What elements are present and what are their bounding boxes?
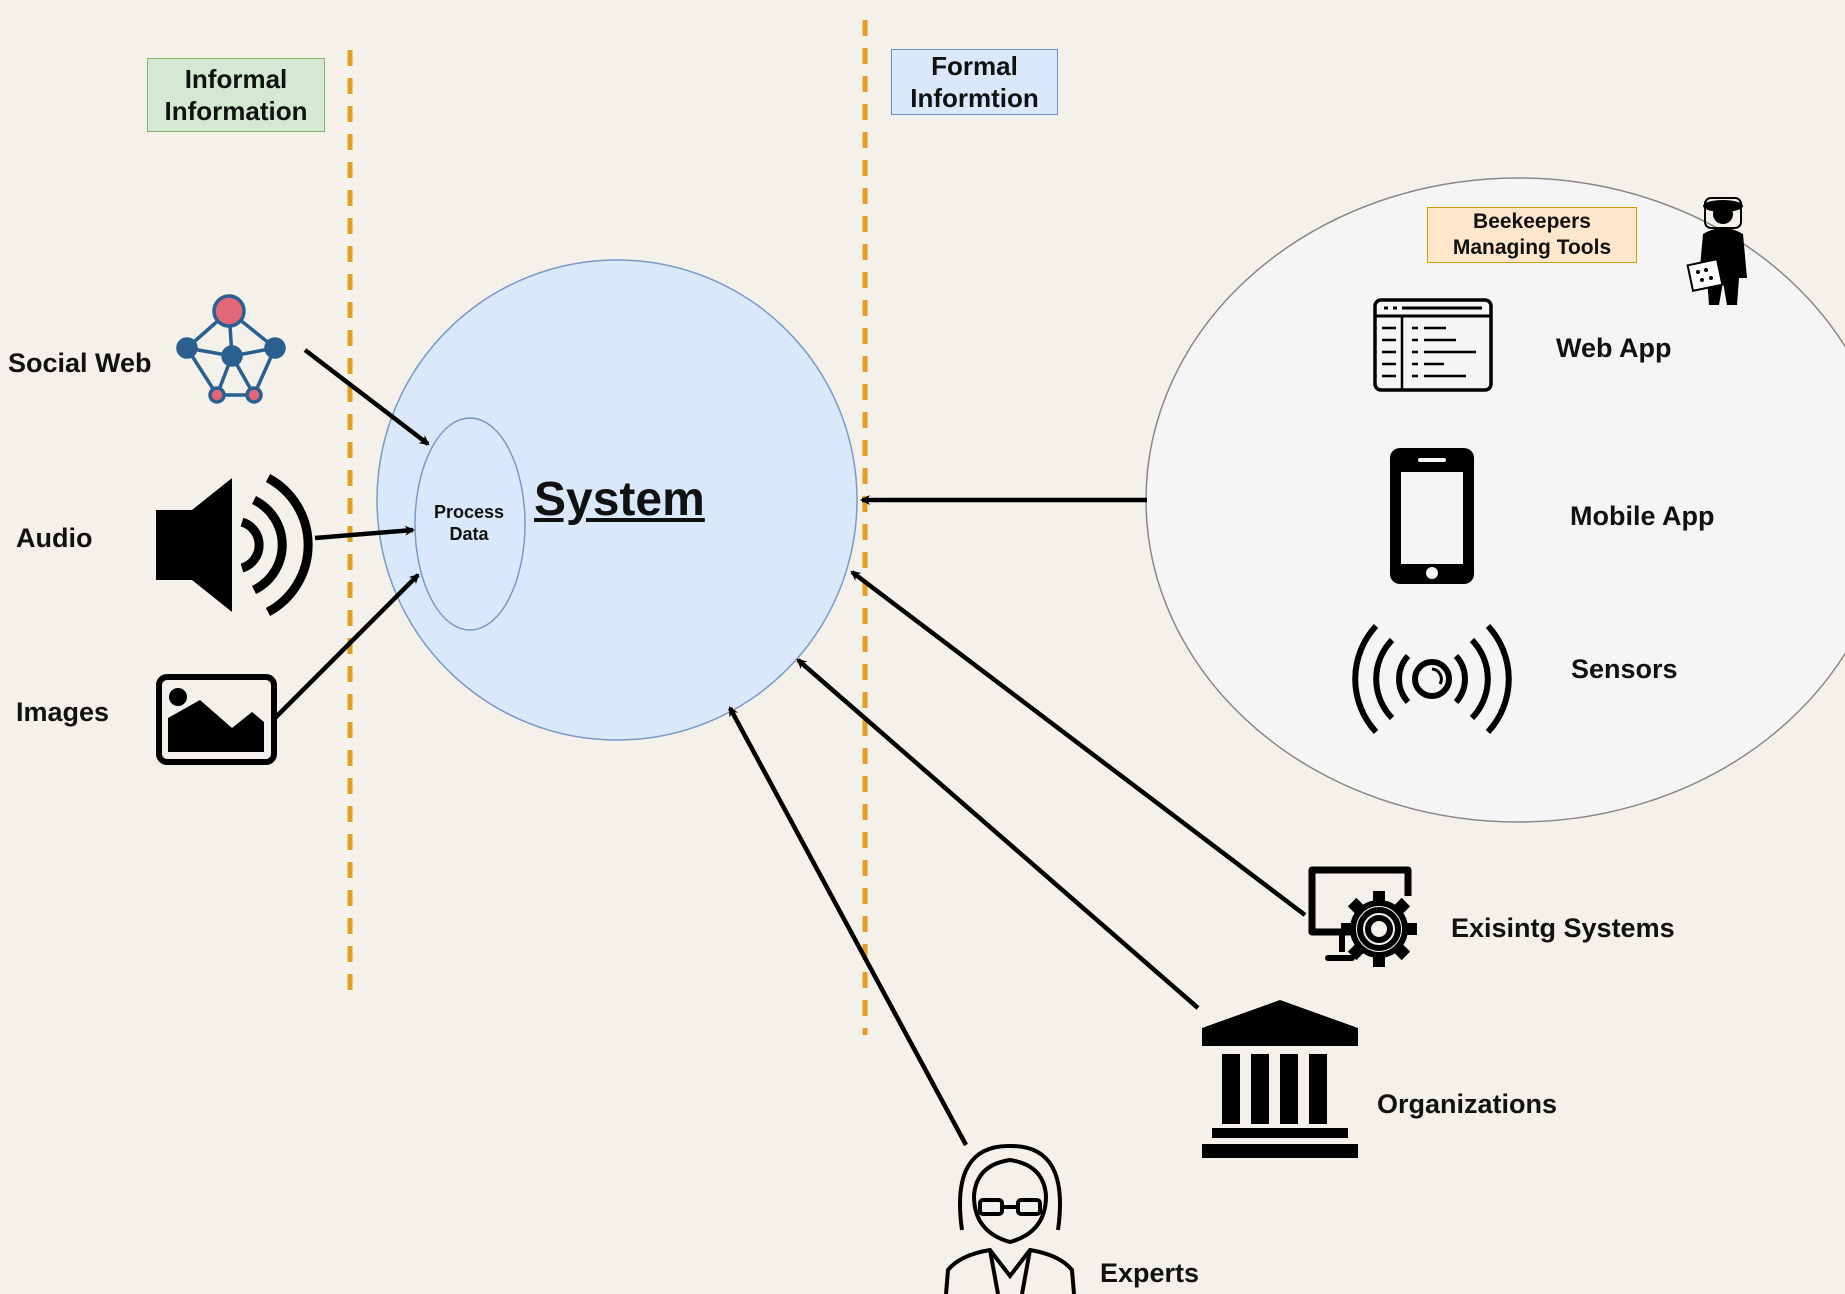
monitor-gear-icon — [1308, 866, 1417, 967]
web-app-icon — [1373, 298, 1493, 392]
expert-person-icon — [944, 1143, 1076, 1294]
arrow-experts — [728, 706, 968, 1147]
images-label: Images — [16, 697, 110, 727]
social-web-label: Social Web — [8, 348, 152, 378]
arrow-social-web — [303, 348, 430, 446]
arrow-organizations — [796, 658, 1200, 1010]
arrow-images — [273, 573, 420, 720]
organizations-label: Organizations — [1377, 1089, 1558, 1119]
existing-systems-label: Exisintg Systems — [1451, 913, 1675, 943]
speaker-icon — [156, 474, 313, 616]
image-icon — [156, 674, 277, 765]
sensors-label: Sensors — [1571, 654, 1678, 684]
system-label: System — [534, 473, 705, 526]
arrow-audio — [314, 525, 415, 541]
process-data-ellipse — [414, 417, 526, 631]
social-network-icon — [176, 294, 286, 404]
system-circle — [376, 259, 858, 741]
mobile-phone-icon — [1390, 448, 1474, 584]
beekeeper-icon — [1686, 197, 1747, 305]
arrow-existing-systems — [850, 570, 1307, 917]
sensor-icon — [1352, 623, 1512, 735]
mobile-app-label: Mobile App — [1570, 501, 1715, 531]
audio-label: Audio — [16, 523, 93, 553]
building-icon — [1202, 1000, 1358, 1158]
web-app-label: Web App — [1556, 333, 1672, 363]
experts-label: Experts — [1100, 1258, 1200, 1288]
